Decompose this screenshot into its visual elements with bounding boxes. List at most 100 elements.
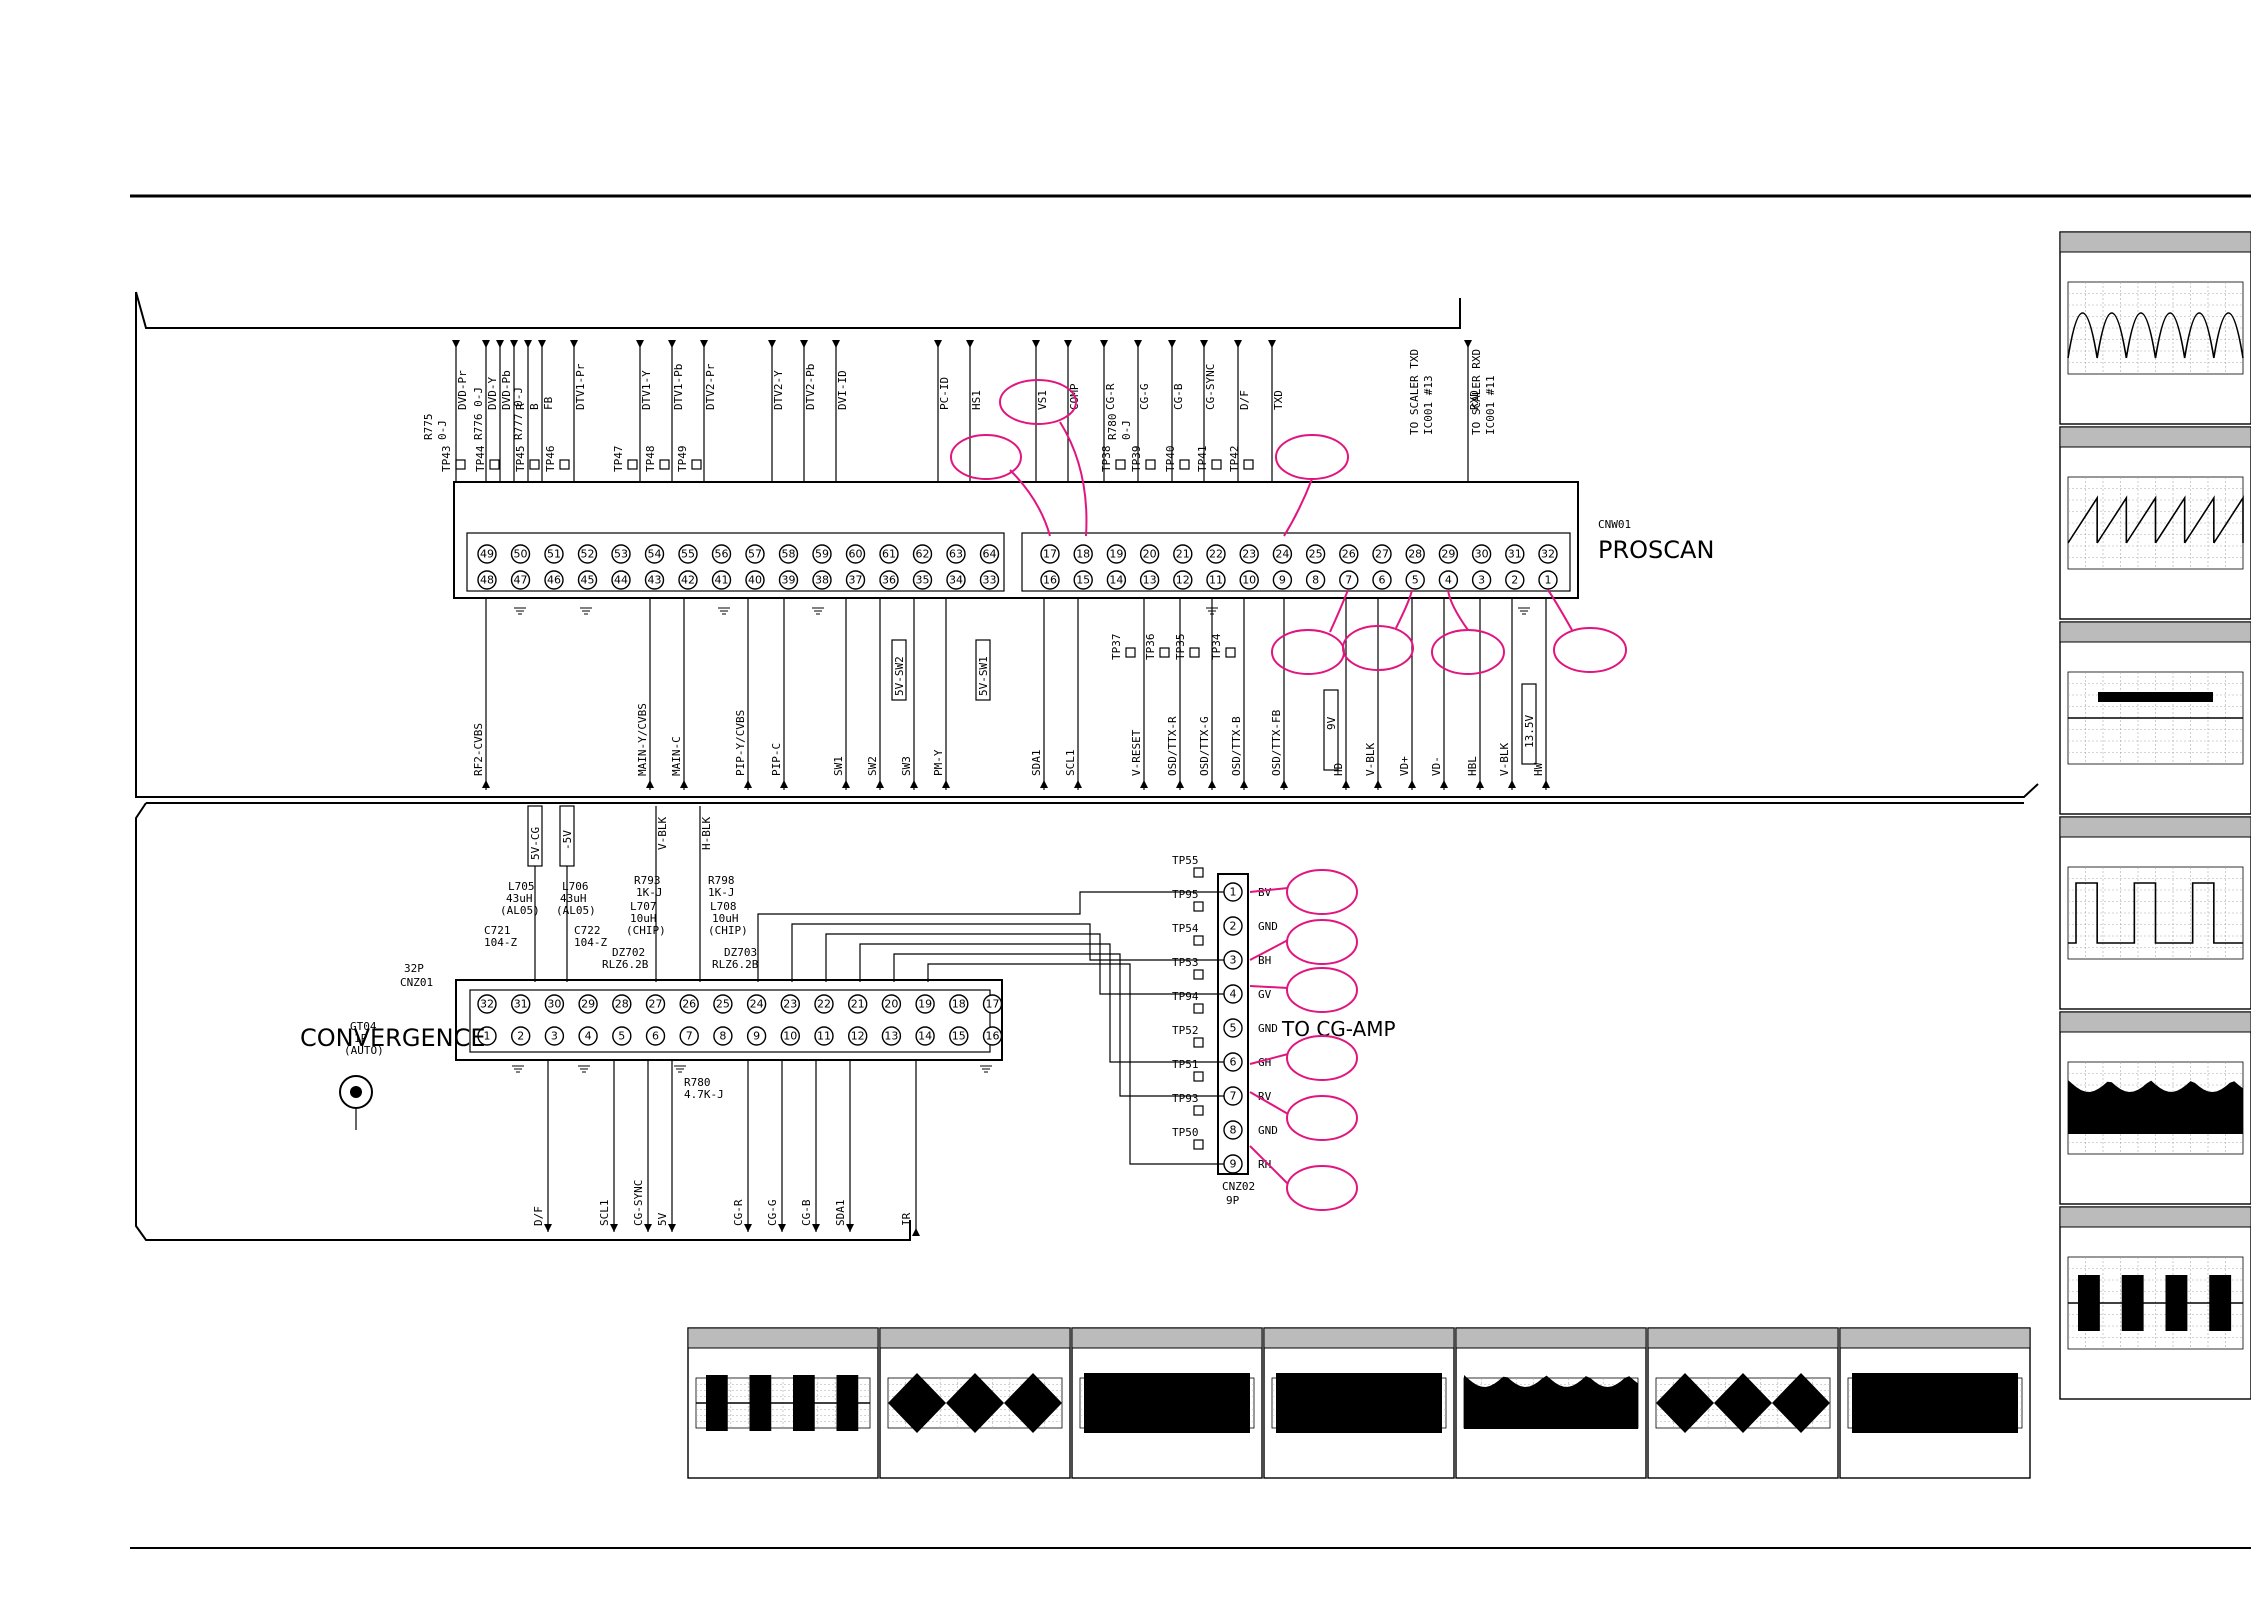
convergence-pin-number: 15 <box>952 1030 966 1043</box>
proscan-pin-number: 15 <box>1076 574 1090 587</box>
proscan-pin-number: 42 <box>681 574 695 587</box>
proscan-pin <box>611 570 631 590</box>
scope-panel <box>1455 1327 1647 1479</box>
convergence-pin <box>746 994 767 1014</box>
proscan-pin <box>678 544 698 564</box>
proscan-pin <box>845 570 866 590</box>
svg-text:(AUTO): (AUTO) <box>344 1044 384 1057</box>
proscan-pin-number: 25 <box>1309 548 1323 561</box>
proscan-pin-number: 17 <box>1043 548 1057 561</box>
cgamp-signal-label: GND <box>1258 920 1278 933</box>
scaler-txd-sub: IC001 #13 <box>1422 375 1435 435</box>
convergence-pin-number: 1 <box>484 1030 491 1043</box>
proscan-pin-number: 33 <box>983 574 997 587</box>
proscan-pin <box>1106 570 1127 590</box>
convergence-pin <box>814 1026 834 1046</box>
proscan-top-signal-label: B <box>528 403 541 410</box>
proscan-pin-number: 47 <box>514 574 528 587</box>
proscan-top-signal-label: VS1 <box>1036 390 1049 410</box>
proscan-pin-number: 62 <box>916 548 930 561</box>
convergence-pin-number: 13 <box>884 1030 898 1043</box>
oscilloscope-panels-right <box>2059 231 2251 1400</box>
proscan-pin <box>1471 544 1492 564</box>
proscan-ref: CNW01 <box>1598 518 1631 531</box>
proscan-pin-number: 53 <box>614 548 628 561</box>
proscan-pin-number: 39 <box>782 574 796 587</box>
convergence-pin-number: 18 <box>952 998 966 1011</box>
component-label: RLZ6.2B <box>712 958 759 971</box>
convergence-pin-number: 21 <box>851 998 865 1011</box>
cgamp-test-point: TP51 <box>1172 1058 1199 1071</box>
proscan-pin <box>1339 544 1359 564</box>
convergence-pin <box>780 994 800 1014</box>
component-label: 10uH <box>630 912 657 925</box>
proscan-pin <box>678 570 698 590</box>
component-label: (AL05) <box>556 904 596 917</box>
convergence-pin <box>982 994 1003 1014</box>
convergence-pin-number: 11 <box>817 1030 831 1043</box>
proscan-pin <box>1372 570 1392 590</box>
test-point-label: TP46 <box>544 446 557 473</box>
cgamp-pin-number: 9 <box>1230 1158 1237 1171</box>
convergence-pin-number: 3 <box>551 1030 558 1043</box>
scaler-rxd-label: TO SCALER RXD <box>1470 349 1483 435</box>
convergence-pin <box>645 994 666 1014</box>
proscan-pin-number: 32 <box>1541 548 1555 561</box>
proscan-pin <box>778 544 799 564</box>
proscan-pin-number: 22 <box>1209 548 1223 561</box>
convergence-pin <box>848 1026 868 1046</box>
svg-text:5V-CG: 5V-CG <box>529 827 542 860</box>
proscan-pin <box>812 570 832 590</box>
proscan-pin <box>1073 544 1093 564</box>
scope-panel <box>1647 1327 1839 1479</box>
proscan-pin <box>644 570 665 590</box>
cgamp-test-point: TP53 <box>1172 956 1199 969</box>
cgamp-test-point: TP94 <box>1172 990 1199 1003</box>
r775-value: 0-J <box>436 420 449 440</box>
proscan-pin-number: 2 <box>1511 574 1518 587</box>
proscan-pin-number: 29 <box>1441 548 1455 561</box>
proscan-pin-number: 26 <box>1342 548 1356 561</box>
convergence-pin <box>982 1026 1003 1046</box>
proscan-pin <box>1438 544 1459 564</box>
proscan-pin-number: 54 <box>648 548 662 561</box>
convergence-pin-number: 9 <box>753 1030 760 1043</box>
component-label: L705 <box>508 880 535 893</box>
svg-text:9V: 9V <box>1325 716 1338 730</box>
convergence-pin <box>949 1026 969 1046</box>
r780-value: 0-J <box>1120 420 1133 440</box>
proscan-pin-number: 23 <box>1242 548 1256 561</box>
cgamp-signal-label: GND <box>1258 1022 1278 1035</box>
cgamp-signal-label: GV <box>1258 988 1272 1001</box>
component-label: L706 <box>562 880 589 893</box>
proscan-pin-number: 9 <box>1279 574 1286 587</box>
convergence-pins-note: 32P <box>404 962 424 975</box>
proscan-top-signal-label: FB <box>542 396 555 410</box>
upper-board-outline <box>135 292 2039 798</box>
convergence-bottom-signal-label: 5V <box>656 1212 669 1226</box>
proscan-pin-number: 36 <box>882 574 896 587</box>
scope-panel <box>1071 1327 1263 1479</box>
proscan-bottom-signal-label: SW2 <box>866 756 879 776</box>
convergence-pin <box>881 994 902 1014</box>
convergence-pin-number: 10 <box>783 1030 797 1043</box>
proscan-pin-number: 44 <box>614 574 628 587</box>
proscan-top-signal-label: CG-B <box>1172 383 1185 410</box>
proscan-bottom-signal-label: OSD/TTX-B <box>1230 716 1243 776</box>
proscan-pin-number: 37 <box>849 574 863 587</box>
convergence-pin-number: 19 <box>918 998 932 1011</box>
convergence-ref: CNZ01 <box>400 976 433 989</box>
svg-text:5V-SW1: 5V-SW1 <box>977 656 990 696</box>
scaler-rxd-sub: IC001 #11 <box>1484 375 1497 435</box>
convergence-label: CONVERGENCE <box>300 1024 486 1052</box>
cgamp-test-point: TP52 <box>1172 1024 1199 1037</box>
proscan-bottom-signal-label: HBL <box>1466 756 1479 776</box>
proscan-pin <box>1073 570 1093 590</box>
component-label: 43uH <box>560 892 587 905</box>
scope-panel <box>2059 621 2251 815</box>
proscan-top-signal-label: DTV1-Y <box>640 370 653 410</box>
convergence-pin-number: 5 <box>618 1030 625 1043</box>
